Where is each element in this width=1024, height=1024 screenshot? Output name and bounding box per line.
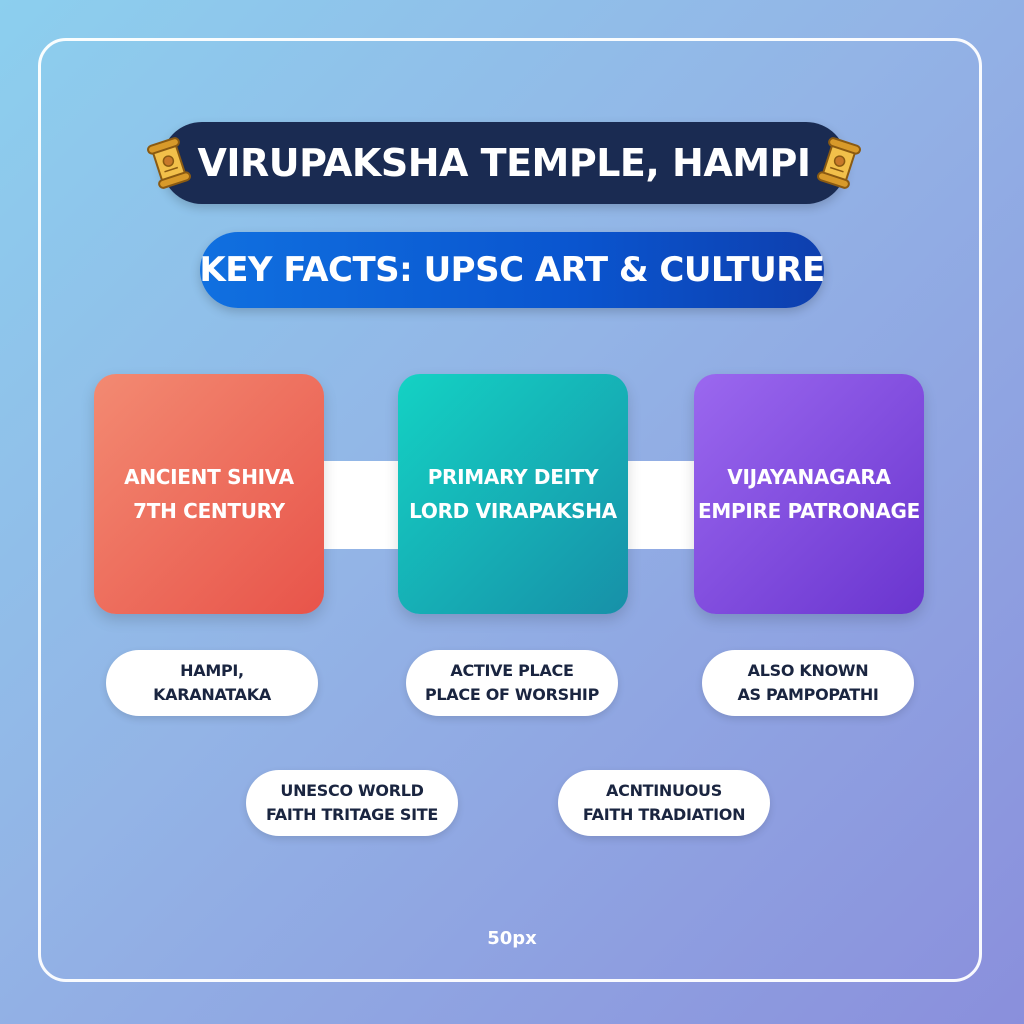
fact-pill-worship: ACTIVE PLACE PLACE OF WORSHIP bbox=[406, 650, 618, 716]
footer-label: 50px bbox=[487, 928, 537, 949]
fact-line: HAMPI, bbox=[180, 661, 244, 680]
card-line: 7TH CENTURY bbox=[133, 499, 285, 523]
fact-line: PLACE OF WORSHIP bbox=[424, 685, 599, 704]
card-line: EMPIRE PATRONAGE bbox=[698, 499, 920, 523]
card-line: PRIMARY DEITY bbox=[427, 465, 599, 489]
page-title: VIRUPAKSHA TEMPLE, HAMPI bbox=[197, 141, 811, 185]
connector-bar bbox=[322, 461, 402, 549]
fact-pill-location: HAMPI, KARANATAKA bbox=[106, 650, 318, 716]
scroll-icon bbox=[147, 137, 192, 189]
fact-pill-alias: ALSO KNOWN AS PAMPOPATHI bbox=[702, 650, 914, 716]
card-line: ANCIENT SHIVA bbox=[124, 465, 294, 489]
fact-line: KARANATAKA bbox=[153, 685, 271, 704]
connector-bar bbox=[622, 461, 698, 549]
page-subtitle: KEY FACTS: UPSC ART & CULTURE bbox=[199, 250, 825, 290]
fact-pill-unesco: UNESCO WORLD FAITH TRITAGE SITE bbox=[246, 770, 458, 836]
fact-line: UNESCO WORLD bbox=[280, 781, 424, 800]
fact-line: AS PAMPOPATHI bbox=[737, 685, 879, 704]
subtitle-banner: KEY FACTS: UPSC ART & CULTURE bbox=[199, 232, 825, 308]
fact-line: ALSO KNOWN bbox=[747, 661, 869, 680]
title-banner: VIRUPAKSHA TEMPLE, HAMPI bbox=[147, 122, 861, 204]
fact-pill-tradition: ACNTINUOUS FAITH TRADIATION bbox=[558, 770, 770, 836]
fact-card-patronage: VIJAYANAGARA EMPIRE PATRONAGE bbox=[694, 374, 924, 614]
content-frame bbox=[38, 38, 982, 982]
fact-card-origin: ANCIENT SHIVA 7TH CENTURY bbox=[94, 374, 324, 614]
card-line: LORD VIRAPAKSHA bbox=[409, 499, 617, 523]
fact-line: FAITH TRITAGE SITE bbox=[265, 805, 439, 824]
fact-line: FAITH TRADIATION bbox=[582, 805, 746, 824]
fact-line: ACNTINUOUS bbox=[606, 781, 722, 800]
scroll-icon bbox=[816, 137, 861, 189]
fact-card-deity: PRIMARY DEITY LORD VIRAPAKSHA bbox=[398, 374, 628, 614]
fact-line: ACTIVE PLACE bbox=[450, 661, 574, 680]
card-line: VIJAYANAGARA bbox=[727, 465, 891, 489]
